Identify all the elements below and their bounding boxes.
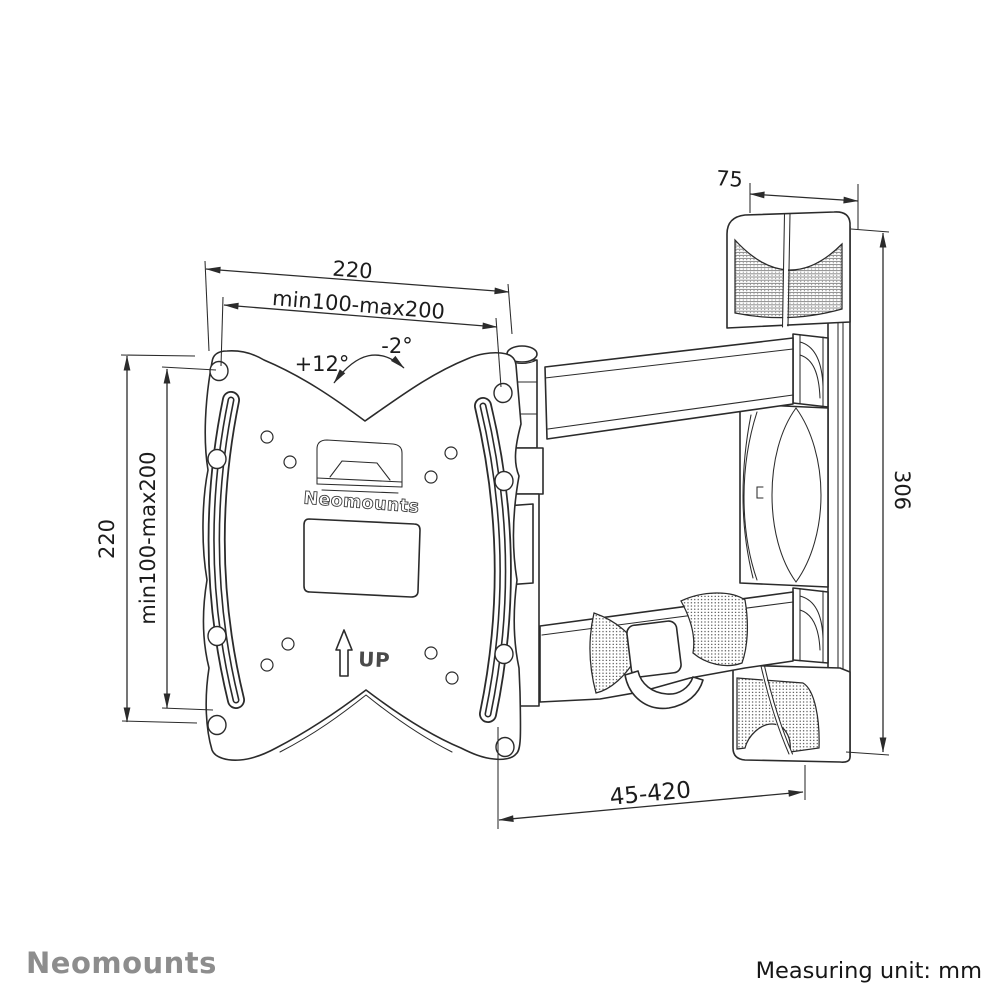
plate-vesa-holes: [260, 430, 459, 685]
tilt-up-label: +12°: [295, 352, 350, 376]
lower-arm-left-grip-pad: [589, 612, 641, 694]
dim-plate-height-label: 220: [95, 519, 119, 559]
up-label: UP: [358, 647, 391, 672]
lower-arm-right-grip-pad: [680, 592, 748, 667]
plate-left-slot: [207, 391, 245, 709]
plate-right-slot: [474, 397, 512, 723]
plate-handle-slot: [316, 439, 403, 494]
dim-extension-range-label: 45-420: [609, 777, 693, 811]
dim-plate-width-label: 220: [332, 257, 374, 284]
footer-brand-logo: Neomounts: [26, 946, 217, 980]
plate-mounting-holes: [207, 360, 515, 758]
lower-arm-cable-plate: [626, 620, 682, 678]
dim-bracket-width-label: 75: [715, 166, 743, 192]
dim-bracket-height: 306: [845, 228, 914, 756]
dim-plate-height: 220: [95, 354, 198, 724]
dim-vesa-width-label: min100-max200: [271, 286, 445, 324]
dim-bracket-width: 75: [715, 166, 859, 229]
tilt-down-label: -2°: [381, 334, 412, 358]
bracket-mid-section: [739, 403, 829, 588]
up-orientation-mark: UP: [335, 629, 391, 677]
dim-vesa-height: min100-max200: [136, 366, 217, 711]
wall-bracket-top-cover: [726, 211, 851, 329]
lower-hinge-knuckle: [792, 587, 829, 664]
upper-arm: [544, 337, 794, 440]
measuring-unit-note: Measuring unit: mm: [755, 958, 982, 984]
dim-plate-width: 220: [204, 257, 513, 352]
dim-bracket-height-label: 306: [890, 470, 914, 510]
plate-center-cutout: [303, 518, 421, 598]
vesa-plate: Neomounts UP: [202, 350, 522, 761]
dim-vesa-height-label: min100-max200: [136, 451, 160, 624]
tilt-annotation: +12° -2°: [295, 334, 413, 384]
cable-hook: [624, 670, 704, 710]
upper-hinge-knuckle: [792, 333, 829, 408]
wall-bracket-bottom-cover: [732, 664, 851, 763]
